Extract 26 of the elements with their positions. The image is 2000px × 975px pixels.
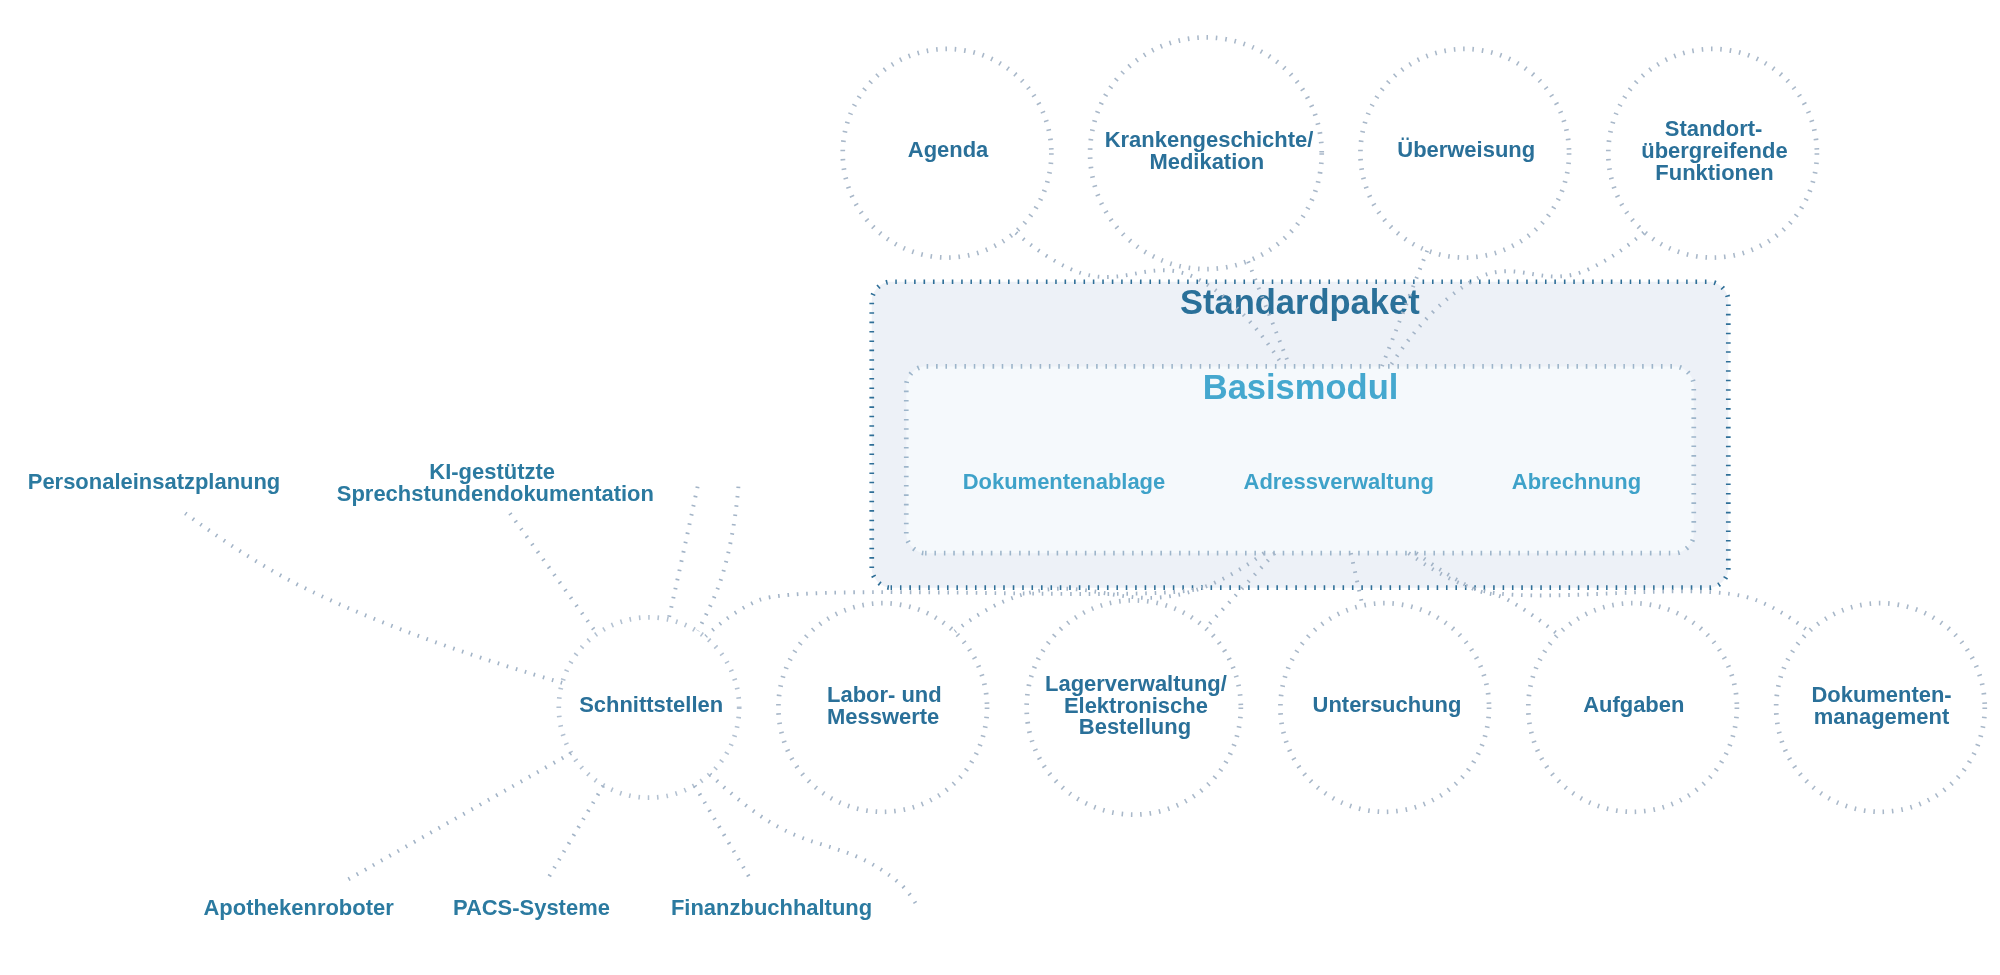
node-text: Abrechnung <box>1511 468 1642 494</box>
node-circle: Untersuchung <box>1278 600 1492 814</box>
node-circle: Krankengeschichte/ Medikation <box>1087 34 1325 271</box>
node-circle: Standort- übergreifende Funktionen <box>1605 46 1820 260</box>
node-text: PACS-Systeme <box>452 894 610 920</box>
connector <box>953 551 1266 633</box>
connector <box>666 485 700 620</box>
connector <box>704 585 1204 638</box>
connector <box>1380 249 1429 367</box>
node-circle: Lagerverwaltung/ Elektronische Bestellung <box>1024 597 1244 817</box>
node-circle: Aufgaben <box>1525 600 1740 814</box>
node-circle: Dokumenten- management <box>1773 600 1988 814</box>
node-circle: Schnittstellen <box>556 614 742 800</box>
node-text: Finanzbuchhaltung <box>670 894 873 920</box>
connector <box>1388 230 1645 368</box>
connector <box>184 511 563 685</box>
node-text: Personaleinsatzplanung <box>27 468 281 494</box>
connector <box>1407 551 1810 633</box>
node-text: Adressverwaltung <box>1243 468 1434 494</box>
node-circle: Überweisung <box>1358 46 1572 260</box>
node-text: Apothekenroboter <box>203 894 394 920</box>
connector <box>696 486 741 632</box>
node-circle: Agenda <box>840 46 1054 260</box>
node-text: Dokumentenablage <box>962 468 1166 494</box>
node-text: KI-gestützte Sprechstundendokumentation <box>336 458 654 506</box>
node-circle: Labor- und Messwerte <box>776 600 990 814</box>
